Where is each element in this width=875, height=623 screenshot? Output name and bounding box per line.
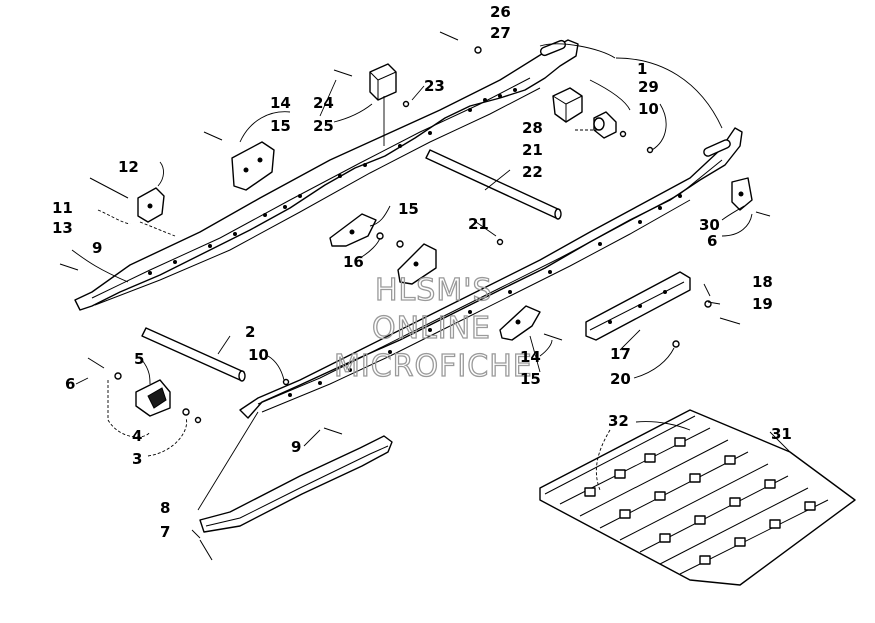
callout-4: 4 — [132, 427, 142, 445]
callout-labels: 1 2 3 4 5 6 6 7 8 9 9 10 10 11 12 13 14 … — [52, 3, 792, 541]
callout-17: 17 — [610, 345, 631, 363]
rail-holes-upper — [148, 88, 517, 275]
bracket-15-front[interactable] — [397, 243, 437, 285]
bracket-15-rear[interactable] — [231, 141, 275, 191]
callout-27: 27 — [490, 24, 511, 42]
cross-shaft-22[interactable] — [425, 149, 562, 220]
callout-14-bottom: 14 — [520, 348, 541, 366]
callout-15-mid: 15 — [398, 200, 419, 218]
callout-10-mid: 10 — [248, 346, 269, 364]
callout-2: 2 — [245, 323, 255, 341]
callout-5: 5 — [134, 350, 144, 368]
callout-8: 8 — [160, 499, 170, 517]
callout-23: 23 — [424, 77, 445, 95]
watermark-line-3: MICROFICHE — [334, 349, 533, 384]
bushing-29[interactable] — [593, 111, 617, 139]
callout-11: 11 — [52, 199, 73, 217]
watermark-line-2: ONLINE — [372, 311, 491, 346]
callout-1: 1 — [637, 60, 647, 78]
bracket-15-lower[interactable] — [499, 305, 541, 341]
callout-9-left: 9 — [92, 239, 102, 257]
rail-holes-lower — [288, 194, 682, 397]
idler-block-5[interactable] — [135, 379, 171, 417]
rear-plate-17[interactable] — [585, 271, 691, 341]
callout-28: 28 — [522, 119, 543, 137]
watermark: HLSM'S ONLINE MICROFICHE — [333, 272, 533, 384]
callout-9-bottom: 9 — [291, 438, 301, 456]
leader-lines — [71, 43, 791, 539]
front-slide-rail[interactable] — [239, 127, 743, 419]
callout-32: 32 — [608, 412, 629, 430]
callout-12: 12 — [118, 158, 139, 176]
bracket-30[interactable] — [731, 177, 753, 211]
callout-16: 16 — [343, 253, 364, 271]
rear-slide-rail[interactable] — [74, 39, 579, 311]
callout-29: 29 — [638, 78, 659, 96]
callout-24: 24 — [313, 94, 334, 112]
callout-14-top: 14 — [270, 94, 291, 112]
callout-20: 20 — [610, 370, 631, 388]
stop-block-24[interactable] — [369, 63, 397, 101]
wear-strip-8[interactable] — [199, 435, 393, 533]
callout-7: 7 — [160, 523, 170, 541]
callout-30: 30 — [699, 216, 720, 234]
callout-31: 31 — [771, 425, 792, 443]
track-clips-32 — [584, 437, 816, 565]
callout-15-bottom: 15 — [520, 370, 541, 388]
callout-6-left: 6 — [65, 375, 75, 393]
track-31[interactable] — [539, 409, 856, 586]
callout-21-top: 21 — [522, 141, 543, 159]
callout-26: 26 — [490, 3, 511, 21]
callout-13: 13 — [52, 219, 73, 237]
bracket-15-middle[interactable] — [329, 213, 377, 247]
watermark-line-1: HLSM'S — [375, 273, 493, 308]
callout-19: 19 — [752, 295, 773, 313]
bumper-28[interactable] — [552, 87, 583, 123]
callout-21-mid: 21 — [468, 215, 489, 233]
callout-6-right: 6 — [707, 232, 717, 250]
callout-22: 22 — [522, 163, 543, 181]
bracket-12[interactable] — [137, 187, 165, 223]
cross-shaft-2[interactable] — [141, 327, 246, 382]
callout-18: 18 — [752, 273, 773, 291]
callout-25: 25 — [313, 117, 334, 135]
callout-3: 3 — [132, 450, 142, 468]
callout-10-top: 10 — [638, 100, 659, 118]
callout-15-top: 15 — [270, 117, 291, 135]
